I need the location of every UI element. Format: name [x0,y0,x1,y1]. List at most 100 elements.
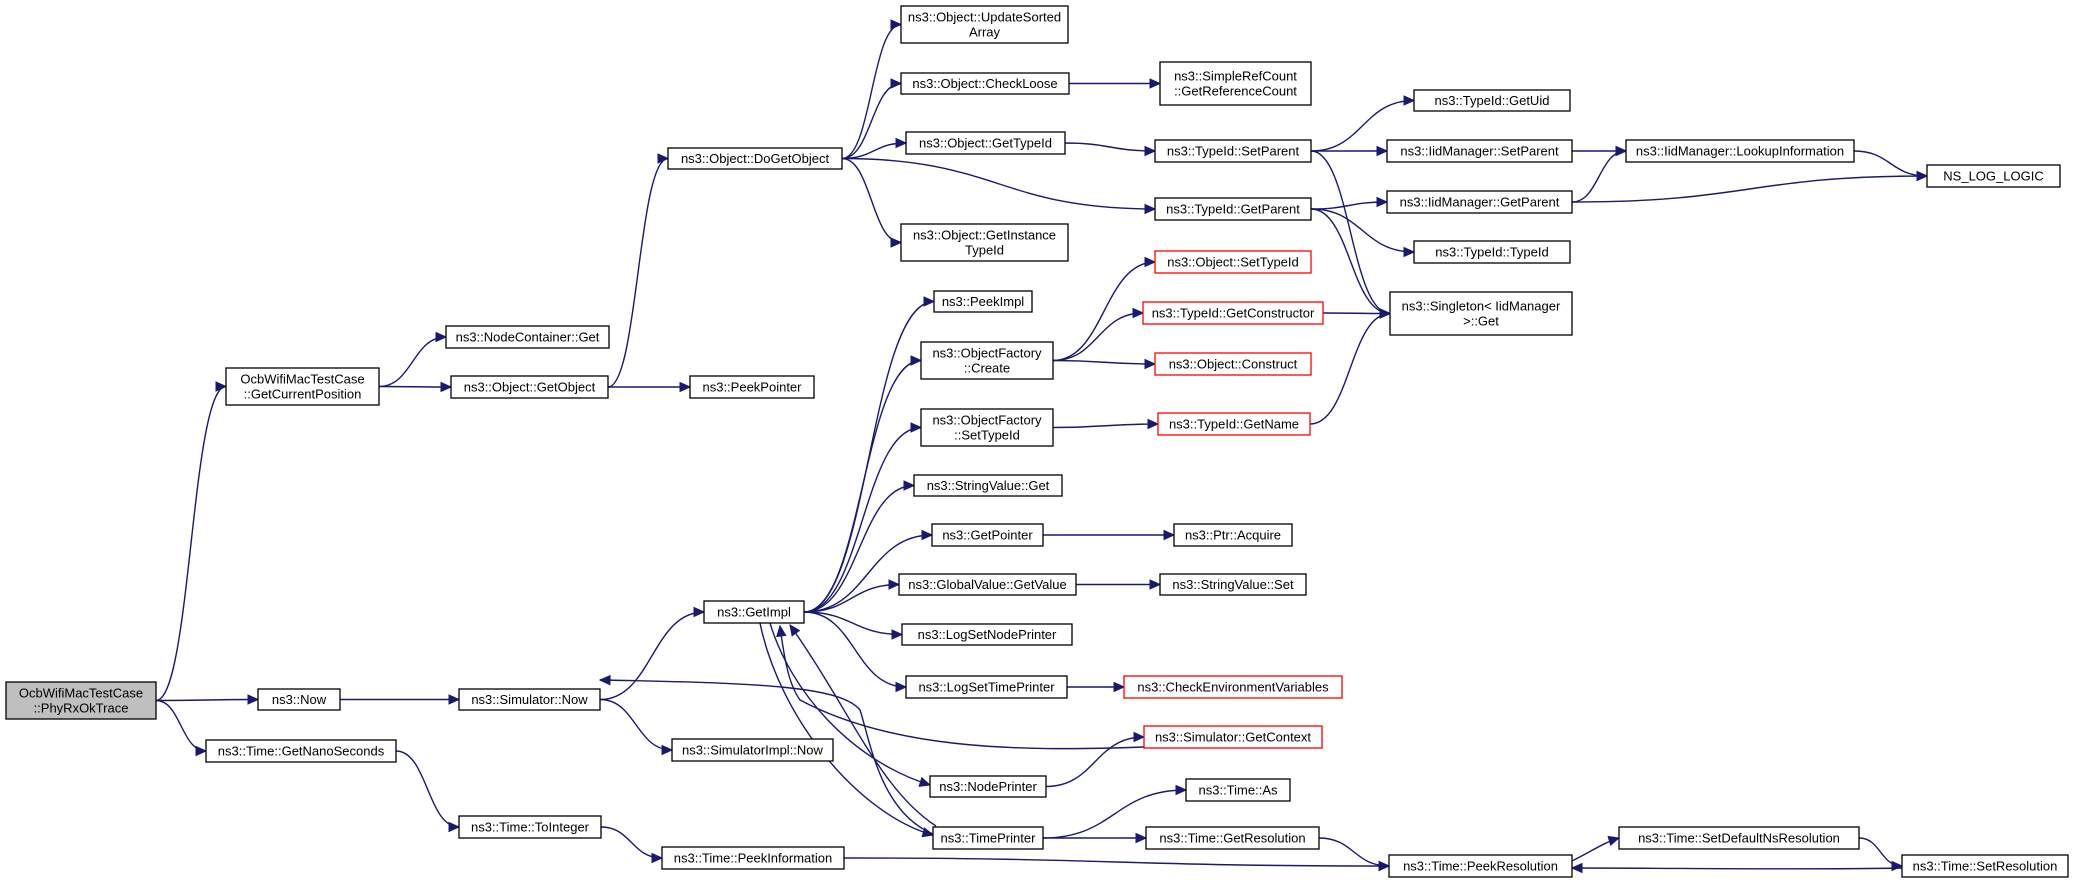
node-label: ns3::Object::CheckLoose [912,76,1057,91]
call-edge-doGetObject-to-typeIdGetParent [841,157,1156,210]
node-stringValueSet[interactable]: ns3::StringValue::Set [1159,573,1307,596]
node-label: ns3::TypeId::GetUid [1435,93,1550,108]
call-edge-objectFactoryCreate-to-typeIdGetConstructor [1052,312,1144,362]
node-label: ns3::GlobalValue::GetValue [908,577,1067,592]
node-label: ns3::Object::SetTypeId [1167,255,1299,270]
edge-arrowhead [1891,860,1904,872]
node-peekResolution[interactable]: ns3::Time::PeekResolution [1388,854,1573,878]
node-objectFactorySetTypeId[interactable]: ns3::ObjectFactory::SetTypeId [920,408,1054,447]
node-objectSetTypeId[interactable]: ns3::Object::SetTypeId [1154,250,1312,274]
edge-arrowhead [448,821,461,833]
node-label: ns3::TypeId::GetConstructor [1152,306,1315,321]
node-typeIdGetConstructor[interactable]: ns3::TypeId::GetConstructor [1142,301,1324,325]
node-simulatorGetContext[interactable]: ns3::Simulator::GetContext [1143,725,1323,749]
edge-arrowhead [1147,418,1160,430]
node-box [900,72,1070,95]
node-timeAs[interactable]: ns3::Time::As [1185,778,1291,802]
node-objectConstruct[interactable]: ns3::Object::Construct [1154,352,1312,376]
node-now[interactable]: ns3::Now [257,688,341,711]
node-typeIdGetParent[interactable]: ns3::TypeId::GetParent [1154,197,1312,221]
node-checkLoose[interactable]: ns3::Object::CheckLoose [900,72,1070,95]
node-label: ns3::SimulatorImpl::Now [682,743,823,758]
call-edge-objectFactoryCreate-to-objectConstruct [1052,359,1156,365]
edge-arrowhead [1175,784,1188,796]
node-iidManagerGetParent[interactable]: ns3::IidManager::GetParent [1386,190,1573,214]
call-edge-getImpl-to-getPointer [803,534,933,613]
node-stringValueGet[interactable]: ns3::StringValue::Get [913,474,1063,497]
node-getCurrentPosition[interactable]: OcbWifiMacTestCase::GetCurrentPosition [225,367,380,406]
node-getNanoSeconds[interactable]: ns3::Time::GetNanoSeconds [205,739,397,763]
node-nsLogLogic[interactable]: NS_LOG_LOGIC [1926,164,2061,188]
node-typeIdGetUid[interactable]: ns3::TypeId::GetUid [1413,89,1571,112]
node-label: ns3::Object::GetObject [464,380,596,395]
call-edge-getImpl-to-timePrinter [759,622,934,836]
node-box [458,688,601,711]
node-label: ns3::LogSetTimePrinter [918,680,1055,695]
edge-arrowhead [923,296,936,307]
node-objectFactoryCreate[interactable]: ns3::ObjectFactory::Create [920,341,1054,380]
edge-arrowhead [1376,196,1389,208]
call-edge-simulatorNow-to-simulatorImplNow [599,698,673,751]
node-logSetTimePrinter[interactable]: ns3::LogSetTimePrinter [905,675,1068,699]
node-box [205,739,397,763]
node-timeGetResolution[interactable]: ns3::Time::GetResolution [1145,826,1320,850]
edge-arrowhead [1403,246,1416,258]
node-label: ns3::TypeId::SetParent [1167,144,1300,159]
node-getImpl[interactable]: ns3::GetImpl [703,600,805,624]
node-iidManagerSetParent[interactable]: ns3::IidManager::SetParent [1386,139,1573,163]
edge-arrowhead [903,480,916,491]
edge-arrowhead [1144,203,1157,215]
node-label: ns3::TimePrinter [941,831,1037,846]
node-box [1157,412,1311,436]
node-label: Array [969,25,1001,40]
node-ptrAcquire[interactable]: ns3::Ptr::Acquire [1173,523,1293,547]
call-edge-doGetObject-to-getInstanceTypeId [841,157,902,244]
node-logSetNodePrinter[interactable]: ns3::LogSetNodePrinter [901,623,1073,646]
edge-arrowhead [1144,358,1157,370]
node-objectGetTypeId[interactable]: ns3::Object::GetTypeId [905,131,1066,155]
node-peekInformation[interactable]: ns3::Time::PeekInformation [661,846,845,870]
edge-arrowhead [598,674,611,686]
node-box [458,815,602,839]
node-doGetObject[interactable]: ns3::Object::DoGetObject [667,147,843,170]
node-box [1154,250,1312,274]
node-timeToInteger[interactable]: ns3::Time::ToInteger [458,815,602,839]
node-peekPointer[interactable]: ns3::PeekPointer [689,375,815,399]
node-objectGetObject[interactable]: ns3::Object::GetObject [450,375,609,399]
call-edge-typeIdSetParent-to-singletonGet [1310,150,1391,315]
edge-arrowhead [440,381,453,393]
edge-arrowhead [1135,832,1148,844]
node-simulatorImplNow[interactable]: ns3::SimulatorImpl::Now [671,738,834,762]
node-box [445,325,610,349]
node-box [901,623,1073,646]
node-nodeContainerGet[interactable]: ns3::NodeContainer::Get [445,325,610,349]
node-timePrinter[interactable]: ns3::TimePrinter [932,826,1044,850]
node-getReferenceCount[interactable]: ns3::SimpleRefCount::GetReferenceCount [1159,61,1312,106]
node-setDefaultNsResolution[interactable]: ns3::Time::SetDefaultNsResolution [1618,826,1860,850]
call-edge-root-to-getNanoSeconds [155,699,207,752]
node-typeIdGetName[interactable]: ns3::TypeId::GetName [1157,412,1311,436]
call-edge-iidManagerGetParent-to-lookupInformation [1571,150,1627,203]
node-label: ns3::Ptr::Acquire [1185,528,1281,543]
node-peekImpl[interactable]: ns3::PeekImpl [933,290,1033,313]
node-singletonGet[interactable]: ns3::Singleton< IidManager >::Get [1389,291,1573,336]
call-edge-objectFactorySetTypeId-to-typeIdGetName [1052,423,1159,429]
node-checkEnvironmentVariables[interactable]: ns3::CheckEnvironmentVariables [1123,675,1343,699]
node-typeIdSetParent[interactable]: ns3::TypeId::SetParent [1154,139,1312,163]
node-label: ns3::Time::PeekInformation [674,851,832,866]
node-typeIdTypeId[interactable]: ns3::TypeId::TypeId [1413,240,1571,264]
node-box [689,375,815,399]
node-simulatorNow[interactable]: ns3::Simulator::Now [458,688,601,711]
edge-arrowhead [1163,529,1176,541]
node-label: ::GetReferenceCount [1174,84,1297,99]
node-globalValueGetValue[interactable]: ns3::GlobalValue::GetValue [898,573,1077,596]
node-timeSetResolution[interactable]: ns3::Time::SetResolution [1901,854,2069,878]
node-root[interactable]: OcbWifiMacTestCase::PhyRxOkTrace [5,681,157,720]
node-lookupInformation[interactable]: ns3::IidManager::LookupInformation [1625,139,1855,163]
node-nodePrinter[interactable]: ns3::NodePrinter [929,775,1047,798]
node-getPointer[interactable]: ns3::GetPointer [931,523,1044,547]
node-label: ns3::StringValue::Set [1172,577,1294,592]
